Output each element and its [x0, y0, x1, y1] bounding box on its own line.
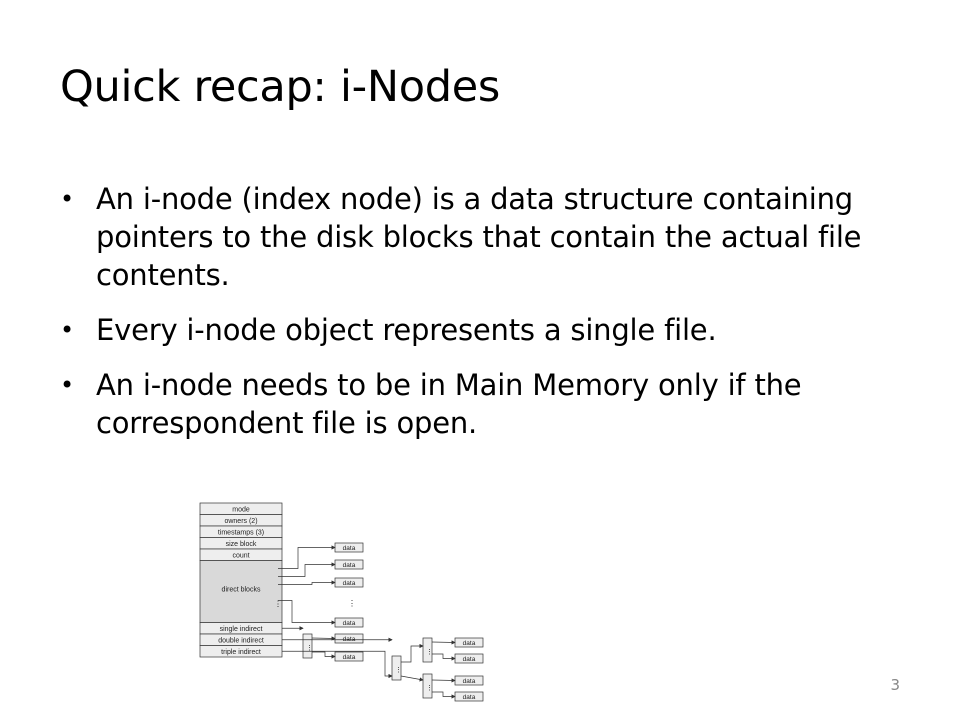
data-block-label: data	[463, 656, 476, 663]
data-ellipsis: ⋮	[348, 599, 356, 608]
pointer-arrow	[312, 651, 336, 659]
page-number: 3	[890, 676, 900, 694]
bullet-text: An i-node needs to be in Main Memory onl…	[96, 368, 802, 440]
bullet-text: Every i-node object represents a single …	[96, 313, 717, 347]
diagram-root: mode owners (2) timestamps (3) size block co…	[199, 502, 484, 702]
bullet-item: • An i-node needs to be in Main Memory on…	[60, 366, 920, 442]
direct-blocks-label: direct blocks	[222, 587, 261, 594]
pointer-block-ellipsis: ⋮	[426, 649, 433, 656]
data-block-label: data	[463, 640, 476, 647]
inode-indirect-label: double indirect	[218, 638, 264, 645]
bullet-item: • An i-node (index node) is a data struct…	[60, 180, 920, 294]
data-block-label: data	[343, 620, 356, 627]
inode-field-label: mode	[232, 507, 250, 514]
inode-field-label: owners (2)	[224, 518, 257, 525]
data-block-label: data	[463, 678, 476, 685]
pointer-block-ellipsis: ⋮	[306, 645, 313, 652]
pointer-arrow	[311, 636, 336, 641]
bullet-list: • An i-node (index node) is a data struct…	[60, 180, 920, 459]
pointer-arrow	[278, 580, 336, 585]
pointer-block-ellipsis: ⋮	[395, 667, 402, 674]
bullet-text: An i-node (index node) is a data structu…	[96, 182, 862, 292]
pointer-arrow	[432, 653, 456, 661]
pointer-arrow	[431, 640, 456, 645]
inode-field-label: size block	[226, 541, 257, 548]
pointer-arrow	[400, 675, 424, 682]
slide-title: Quick recap: i-Nodes	[60, 62, 500, 112]
pointer-arrow	[278, 562, 336, 577]
data-block-label: data	[343, 580, 356, 587]
pointer-arrow	[401, 643, 424, 663]
inode-indirect-label: triple indirect	[221, 649, 261, 656]
inode-field-label: timestamps (3)	[218, 530, 264, 537]
bullet-dot: •	[60, 316, 74, 344]
triple-indirect-block	[422, 673, 433, 699]
direct-ellipsis: ⋮	[274, 600, 282, 609]
data-block-label: data	[463, 694, 476, 701]
bullet-item: • Every i-node object represents a single…	[60, 311, 920, 349]
double-indirect-second-block	[422, 637, 433, 663]
data-block-label: data	[343, 545, 356, 552]
pointer-arrow	[278, 600, 336, 625]
double-indirect-block	[391, 655, 402, 681]
pointer-arrow	[431, 678, 456, 683]
inode-diagram: mode owners (2) timestamps (3) size block co…	[199, 502, 484, 702]
data-block-label: data	[343, 654, 356, 661]
single-indirect-block	[302, 633, 313, 659]
pointer-arrow	[432, 691, 456, 699]
pointer-block-ellipsis: ⋮	[426, 685, 433, 692]
bullet-dot: •	[60, 185, 74, 213]
inode-field-label: count	[232, 553, 249, 560]
pointer-arrow	[278, 545, 336, 569]
data-block-label: data	[343, 562, 356, 569]
inode-indirect-label: single indirect	[220, 626, 263, 633]
pointer-arrow	[282, 650, 393, 679]
bullet-dot: •	[60, 371, 74, 399]
